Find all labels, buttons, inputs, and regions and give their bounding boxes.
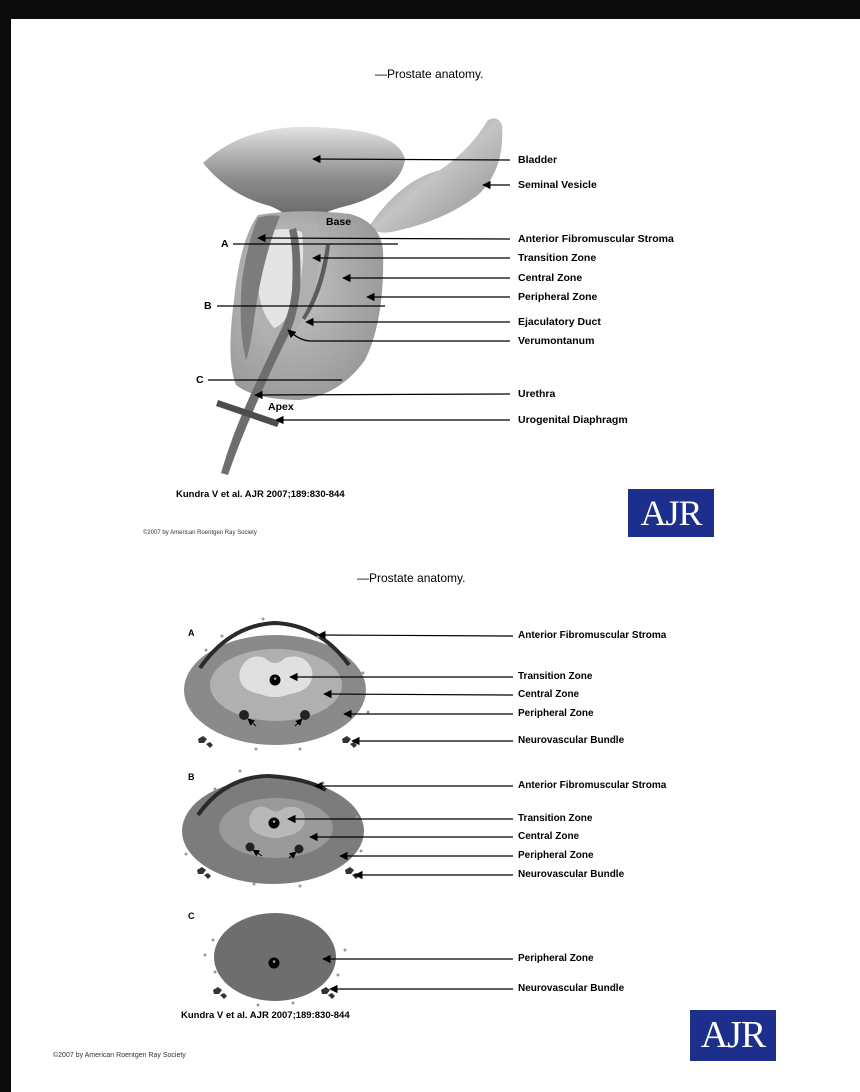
label-seminal-vesicle: Seminal Vesicle — [518, 179, 597, 191]
figure2-title: —Prostate anatomy. — [357, 571, 466, 585]
svg-text:*: * — [272, 819, 275, 828]
figure1-citation: Kundra V et al. AJR 2007;189:830-844 — [176, 489, 345, 500]
label-b-central-zone: Central Zone — [518, 831, 579, 842]
label-c-peripheral-zone: Peripheral Zone — [518, 953, 594, 964]
label-b-transition-zone: Transition Zone — [518, 813, 592, 824]
label-a-neurovascular-bundle: Neurovascular Bundle — [518, 735, 624, 746]
label-a-central-zone: Central Zone — [518, 689, 579, 700]
panel-letter-a: A — [188, 628, 195, 638]
figure2-citation: Kundra V et al. AJR 2007;189:830-844 — [181, 1010, 350, 1021]
figure1-title: —Prostate anatomy. — [375, 67, 484, 81]
label-transition-zone: Transition Zone — [518, 252, 596, 264]
label-base: Base — [326, 216, 351, 228]
label-bladder: Bladder — [518, 154, 557, 166]
label-central-zone: Central Zone — [518, 272, 582, 284]
ajr-logo-2: AJR — [690, 1010, 776, 1061]
label-ejaculatory-duct: Ejaculatory Duct — [518, 316, 601, 328]
figure1-copyright: ©2007 by American Roentgen Ray Society — [143, 530, 257, 536]
label-verumontanum: Verumontanum — [518, 335, 594, 347]
svg-text:*: * — [272, 959, 275, 968]
axial-section-c: * — [204, 913, 347, 1007]
sagittal-prostate-drawing — [140, 42, 720, 542]
label-a-anterior-fibromuscular-stroma: Anterior Fibromuscular Stroma — [518, 630, 666, 641]
section-letter-a: A — [221, 238, 229, 250]
panel-letter-b: B — [188, 772, 195, 782]
label-urethra: Urethra — [518, 388, 555, 400]
label-urogenital-diaphragm: Urogenital Diaphragm — [518, 414, 628, 426]
label-b-neurovascular-bundle: Neurovascular Bundle — [518, 869, 624, 880]
label-peripheral-zone: Peripheral Zone — [518, 291, 597, 303]
label-apex: Apex — [268, 401, 294, 413]
ajr-logo: AJR — [628, 489, 714, 537]
axial-section-b: * — [182, 770, 364, 888]
label-a-peripheral-zone: Peripheral Zone — [518, 708, 594, 719]
label-anterior-fibromuscular-stroma: Anterior Fibromuscular Stroma — [518, 233, 674, 245]
label-b-anterior-fibromuscular-stroma: Anterior Fibromuscular Stroma — [518, 780, 666, 791]
label-b-peripheral-zone: Peripheral Zone — [518, 850, 594, 861]
label-a-transition-zone: Transition Zone — [518, 671, 592, 682]
panel-letter-c: C — [188, 911, 195, 921]
axial-section-a: * — [184, 618, 370, 751]
figure2-copyright: ©2007 by American Roentgen Ray Society — [53, 1052, 186, 1059]
section-letter-b: B — [204, 300, 212, 312]
svg-text:*: * — [273, 676, 276, 685]
section-letter-c: C — [196, 374, 204, 386]
label-c-neurovascular-bundle: Neurovascular Bundle — [518, 983, 624, 994]
